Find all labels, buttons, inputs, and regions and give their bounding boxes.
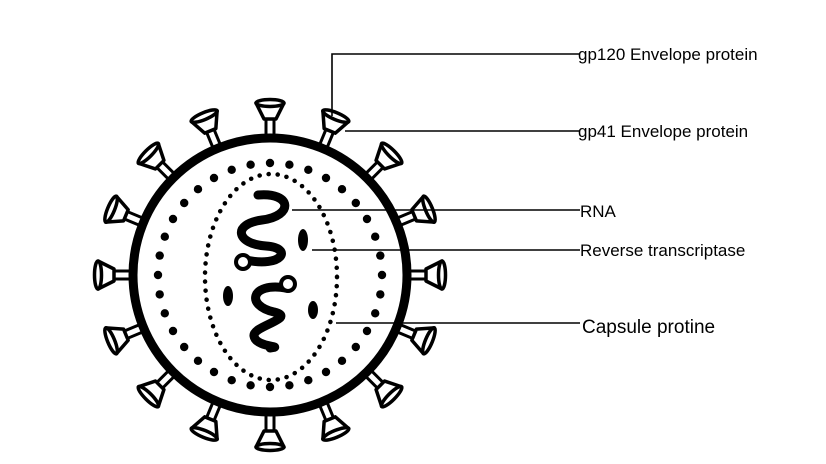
matrix-dot	[153, 270, 163, 280]
capsid-outline	[202, 171, 340, 383]
matrix-dot	[265, 158, 275, 168]
leader-line-gp120	[331, 53, 580, 116]
matrix-dot	[168, 214, 178, 224]
matrix-dot	[155, 290, 164, 299]
envelope-spike	[103, 194, 150, 230]
label-gp41: gp41 Envelope protein	[578, 122, 748, 141]
viral-envelope	[128, 133, 412, 417]
envelope-spike	[254, 407, 286, 453]
matrix-dot	[377, 270, 387, 280]
matrix-dot	[246, 160, 255, 169]
matrix-dot	[321, 173, 331, 183]
matrix-dot	[351, 198, 360, 208]
matrix-dot	[168, 326, 178, 336]
reverse-transcriptase-2	[223, 286, 233, 306]
matrix-dot	[265, 382, 275, 392]
envelope-spike	[315, 108, 351, 155]
matrix-dot	[285, 381, 294, 390]
matrix-dot	[371, 232, 380, 241]
matrix-dot	[193, 356, 203, 365]
matrix-dot	[362, 326, 372, 336]
label-reverse-transcriptase: Reverse transcriptase	[580, 241, 745, 260]
rna-strand-lower	[249, 282, 291, 353]
matrix-dot	[193, 185, 203, 194]
matrix-dot	[304, 376, 313, 385]
matrix-protein-dots	[153, 158, 387, 392]
matrix-dot	[227, 376, 236, 385]
matrix-dot	[351, 342, 360, 352]
rna-strand-lower-cap	[279, 275, 297, 293]
envelope-spikes	[92, 97, 448, 453]
label-rna: RNA	[580, 202, 617, 221]
label-gp120: gp120 Envelope protein	[578, 45, 758, 64]
matrix-dot	[160, 232, 169, 241]
matrix-dot	[321, 367, 331, 377]
matrix-dot	[180, 342, 189, 352]
matrix-dot	[227, 165, 236, 174]
matrix-dot	[285, 160, 294, 169]
matrix-dot	[209, 173, 219, 183]
matrix-dot	[362, 214, 372, 224]
envelope-spike	[92, 259, 138, 291]
matrix-dot	[246, 381, 255, 390]
reverse-transcriptase-1	[298, 229, 308, 251]
matrix-dot	[376, 251, 385, 260]
envelope-spike	[254, 97, 286, 143]
matrix-dot	[376, 290, 385, 299]
matrix-dot	[337, 356, 347, 365]
matrix-dot	[155, 251, 164, 260]
matrix-dot	[180, 198, 189, 208]
reverse-transcriptase-3	[308, 301, 318, 319]
label-capsule: Capsule protine	[582, 317, 715, 338]
matrix-dot	[160, 309, 169, 318]
rna-strand-upper-cap	[234, 253, 252, 271]
matrix-dot	[371, 309, 380, 318]
matrix-dot	[337, 185, 347, 194]
envelope-spike	[359, 364, 404, 409]
matrix-dot	[209, 367, 219, 377]
matrix-dot	[304, 165, 313, 174]
rna-strand-upper	[237, 190, 290, 267]
